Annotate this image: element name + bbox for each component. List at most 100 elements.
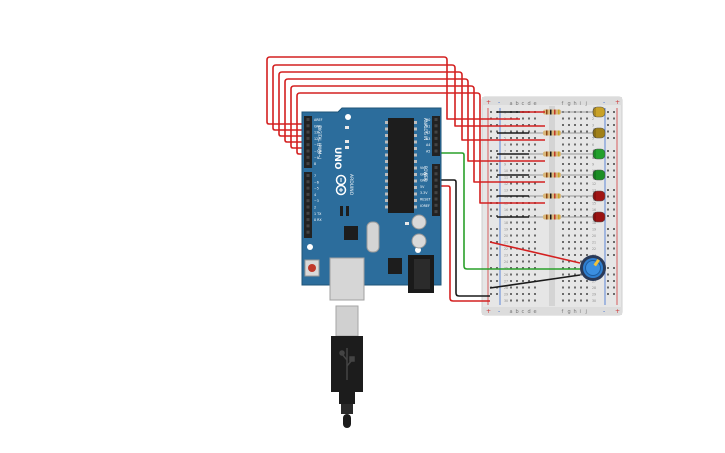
- column-letter: d: [528, 309, 531, 315]
- rx-led: [345, 146, 349, 149]
- wire-pin-5v[interactable]: [438, 185, 490, 302]
- led-yellow[interactable]: [581, 127, 606, 139]
- column-letter: i: [580, 309, 581, 315]
- rail-plus-top-right: +: [615, 99, 620, 106]
- rail-plus-top-left: +: [486, 99, 491, 106]
- row-number: 5: [504, 137, 506, 141]
- digital-pin-label: 1 TX: [314, 212, 322, 216]
- capacitor: [411, 214, 427, 230]
- digital-pin-label: GND: [314, 124, 322, 128]
- row-number: 18: [504, 221, 508, 225]
- potentiometer[interactable]: [580, 255, 606, 281]
- usb-socket: [329, 257, 365, 301]
- reset-button-cap[interactable]: [308, 264, 316, 272]
- column-letter: h: [574, 101, 577, 107]
- row-number: 22: [592, 247, 596, 251]
- row-number: 20: [504, 234, 508, 238]
- wire-ground[interactable]: [438, 179, 490, 297]
- on-led: [405, 222, 409, 225]
- row-number: 18: [592, 221, 596, 225]
- wire-pin-9[interactable]: [290, 85, 520, 183]
- digital-header-label: DIGITAL (PWM~): [317, 126, 322, 160]
- analog-header[interactable]: [432, 116, 440, 156]
- wire-analog-a0[interactable]: [438, 152, 583, 270]
- usb-cable: [331, 305, 363, 428]
- wire-breadboard-black-diag[interactable]: [489, 274, 581, 289]
- digital-pin-label: 12: [314, 137, 318, 141]
- row-number: 30: [504, 299, 508, 303]
- column-letter: f: [562, 101, 564, 107]
- wire-breadboard-red-diag[interactable]: [489, 241, 581, 264]
- rail-minus-bottom-left: -: [498, 308, 500, 315]
- wire-pin-8[interactable]: [296, 92, 520, 204]
- resistor-group: [497, 109, 581, 220]
- wire-pin-13[interactable]: [266, 56, 520, 125]
- column-letter: e: [534, 309, 537, 315]
- digital-pin-label: ~9: [314, 156, 319, 160]
- wire-pin-12[interactable]: [272, 64, 520, 131]
- resistor[interactable]: [543, 214, 561, 220]
- crystal: [366, 221, 380, 253]
- arduino-logo-icon: [335, 174, 347, 196]
- row-number: 8: [592, 156, 594, 160]
- mount-hole: [415, 247, 421, 253]
- row-number: 21: [592, 241, 596, 245]
- power-pin-label: 5V: [420, 185, 425, 189]
- resistor[interactable]: [543, 130, 561, 136]
- row-number: 23: [504, 254, 508, 258]
- wire-pin-10[interactable]: [284, 78, 520, 162]
- rail-minus-top-right: -: [603, 99, 605, 106]
- row-number: 12: [504, 182, 508, 186]
- row-number: 13: [592, 189, 596, 193]
- led-green[interactable]: [581, 169, 606, 181]
- column-letter: d: [528, 101, 531, 107]
- row-number: 8: [504, 156, 506, 160]
- rail-minus-top-left: -: [498, 99, 500, 106]
- row-number: 20: [592, 234, 596, 238]
- resistor[interactable]: [543, 109, 561, 115]
- rail-plus-bottom-left: +: [486, 308, 491, 315]
- analog-pin-label: A3: [426, 137, 430, 141]
- column-letter: h: [574, 309, 577, 315]
- row-number: 26: [504, 273, 508, 277]
- row-number: 15: [592, 202, 596, 206]
- resistor[interactable]: [543, 172, 561, 178]
- row-number: 3: [592, 124, 594, 128]
- tx-led: [345, 140, 349, 143]
- resistor[interactable]: [543, 151, 561, 157]
- led-red[interactable]: [581, 211, 606, 223]
- led-yellow[interactable]: [581, 106, 606, 118]
- row-number: 30: [592, 299, 596, 303]
- digital-header[interactable]: [304, 116, 312, 168]
- analog-pin-label: A0: [426, 118, 430, 122]
- power-pin-label: 3.3V: [420, 191, 428, 195]
- digital-pin-label: 0 RX: [314, 218, 322, 222]
- mount-hole: [345, 114, 351, 120]
- digital-header-lower[interactable]: [304, 172, 312, 238]
- column-letter: a: [510, 309, 513, 315]
- power-header[interactable]: [432, 164, 440, 216]
- led-red[interactable]: [581, 190, 606, 202]
- smd-part: [340, 206, 343, 216]
- analog-pin-label: A2: [426, 131, 430, 135]
- board-model-label: UNO: [332, 147, 342, 170]
- analog-pin-label: A1: [426, 124, 430, 128]
- ic-small: [344, 226, 358, 240]
- column-letter: i: [580, 101, 581, 107]
- digital-pin-label: 7: [314, 174, 316, 178]
- column-letter: g: [568, 101, 571, 107]
- digital-pin-label: AREF: [314, 118, 323, 122]
- led-group: [581, 106, 606, 223]
- power-pin-label: Vin: [420, 166, 425, 170]
- digital-pin-label: ~6: [314, 180, 319, 184]
- column-letter: e: [534, 101, 537, 107]
- row-number: 11: [504, 176, 508, 180]
- digital-pin-label: ~5: [314, 187, 319, 191]
- resistor[interactable]: [543, 193, 561, 199]
- column-letter: a: [510, 101, 513, 107]
- row-number: 28: [504, 286, 508, 290]
- capacitor: [411, 233, 427, 249]
- wire-pin-11[interactable]: [278, 71, 520, 141]
- led-green[interactable]: [581, 148, 606, 160]
